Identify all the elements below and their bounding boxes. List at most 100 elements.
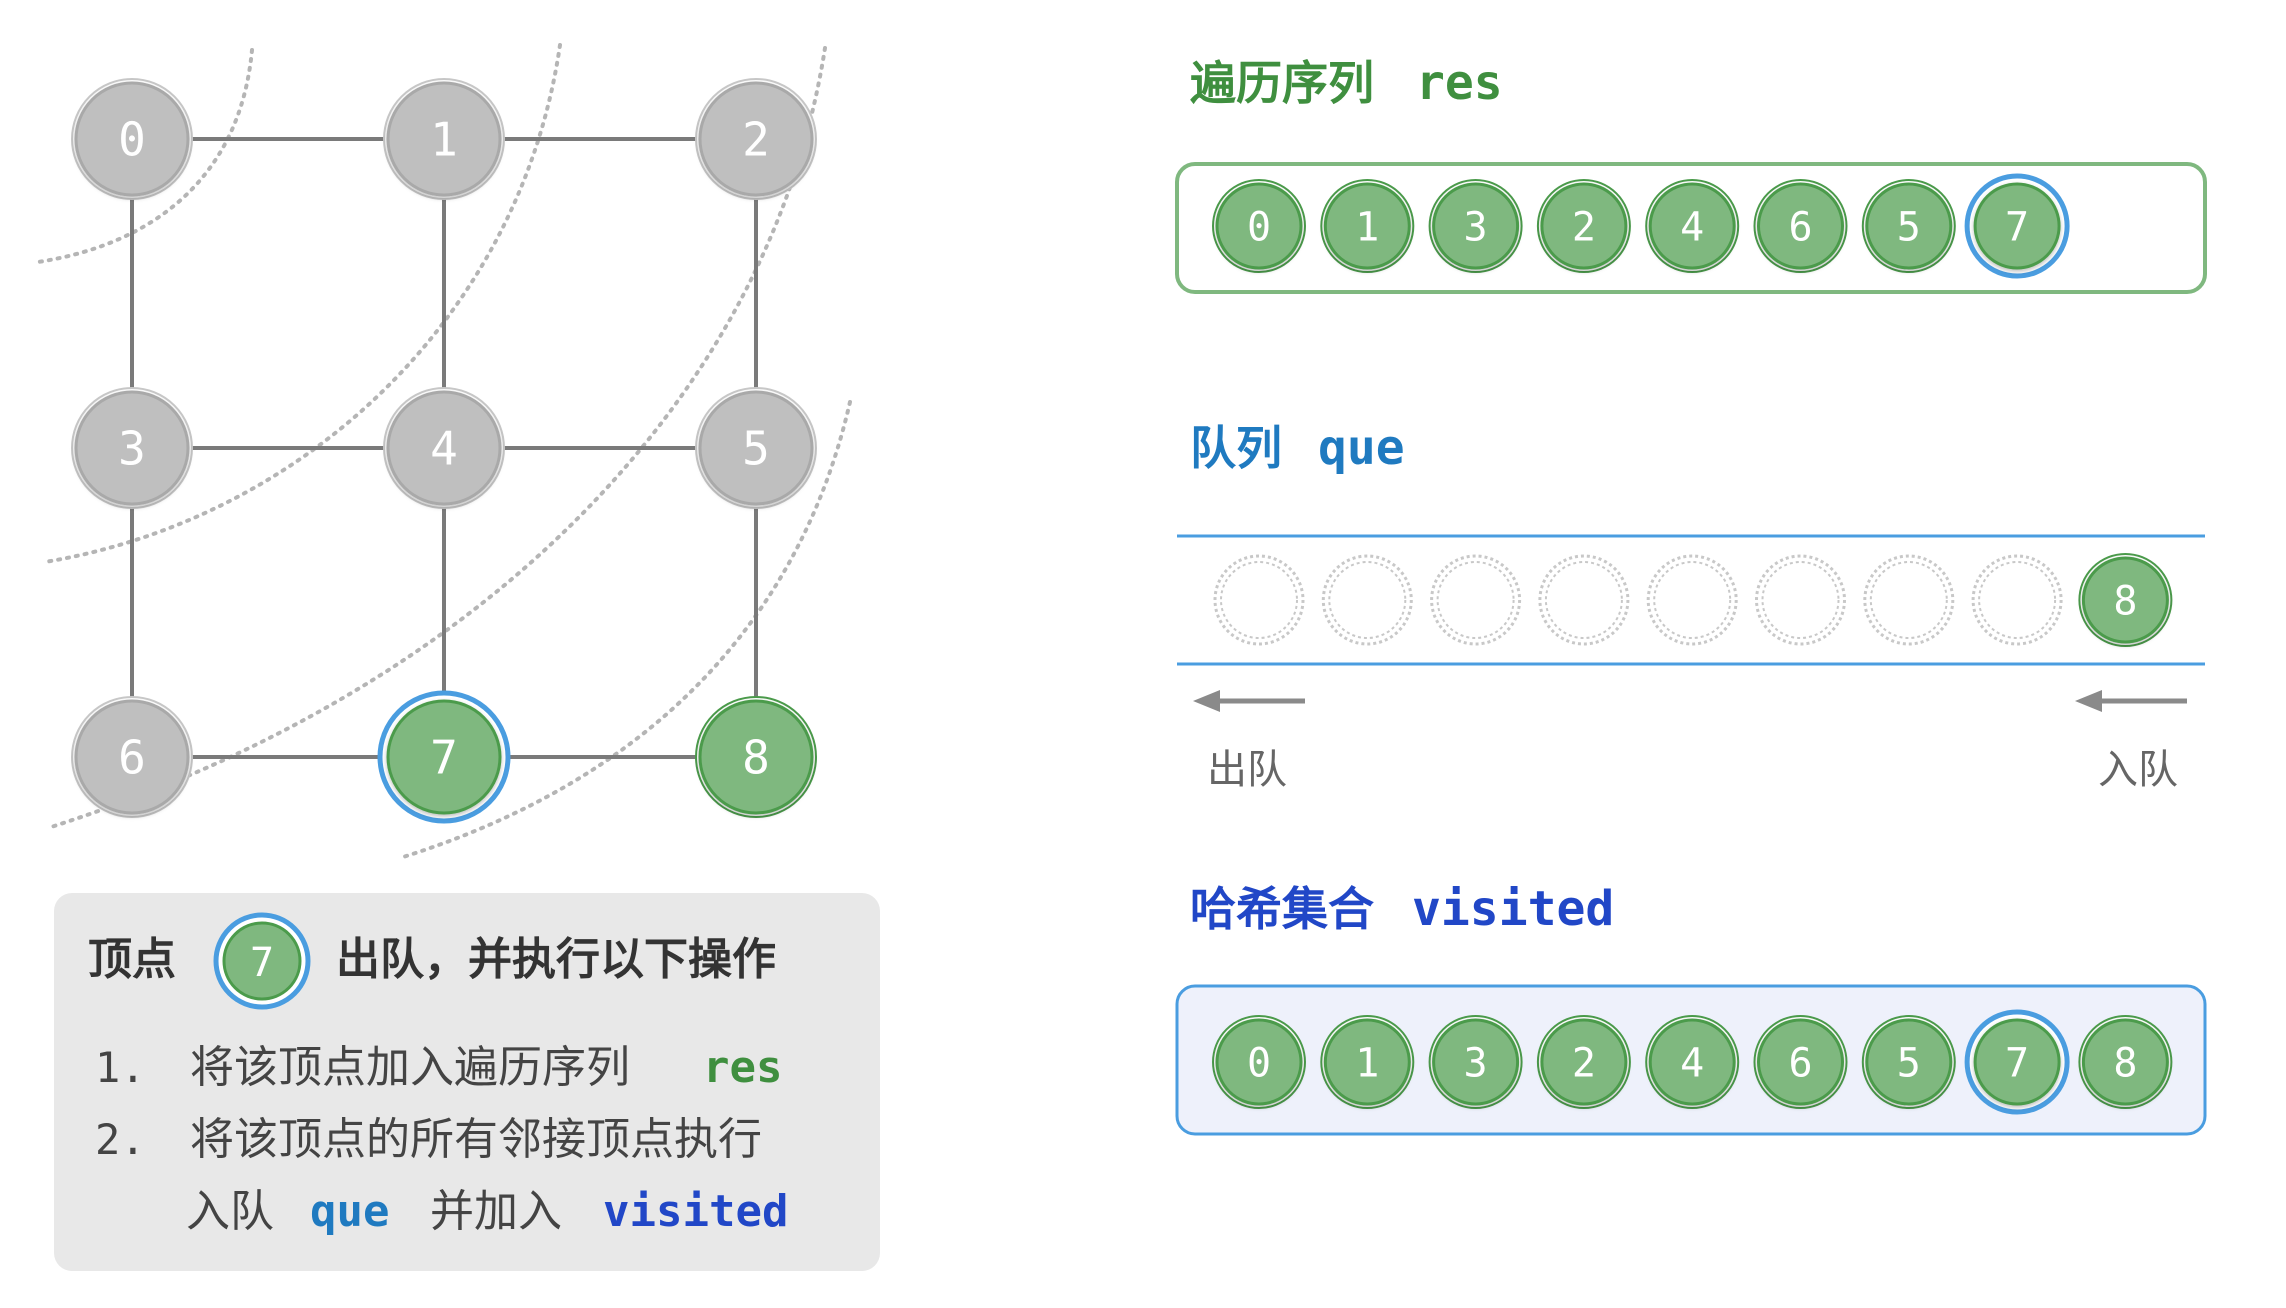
res-item-3-label: 3 xyxy=(1464,204,1488,250)
graph-vertex-8-label: 8 xyxy=(742,731,770,785)
visited-item-7: 7 xyxy=(1964,1009,2070,1115)
graph-vertex-7: 7 xyxy=(377,690,511,824)
queue-item-8-label: 8 xyxy=(2113,578,2137,624)
queue-empty-slot-outer xyxy=(1755,554,1846,646)
res-item-1-circle xyxy=(1323,182,1411,270)
res-item-1-label: 1 xyxy=(1355,204,1379,250)
visited-item-5-circle xyxy=(1865,1018,1953,1106)
visited-item-0: 0 xyxy=(1212,1015,1306,1109)
res-item-6-circle xyxy=(1757,182,1844,270)
queue-empty-slot-outer xyxy=(1213,554,1305,646)
queue-empty-slot-outer xyxy=(1971,554,2063,646)
res-item-5: 5 xyxy=(1861,179,1956,273)
layer-arc-2 xyxy=(43,43,562,564)
res-item-4: 4 xyxy=(1645,179,1740,273)
visited-item-7-circle xyxy=(1973,1018,2061,1106)
graph-vertex-0: 0 xyxy=(71,78,193,200)
layer-arc-1 xyxy=(36,48,254,264)
visited-item-2-label: 2 xyxy=(1572,1040,1596,1086)
panel-title-suffix: 出队，并执行以下操作 xyxy=(336,934,776,985)
graph-nodes: 0 1 2 3 4 5 6 7 8 xyxy=(71,78,817,824)
dequeue-label: 出队 xyxy=(1207,747,1287,793)
res-item-7: 7 xyxy=(1964,173,2070,279)
res-item-5-label: 5 xyxy=(1897,204,1921,250)
graph-vertex-3-circle xyxy=(74,390,190,506)
queue-empty-slot-inner xyxy=(1544,561,1623,639)
step2-text: 将该顶点的所有邻接顶点执行 xyxy=(190,1114,762,1165)
step1-code: res xyxy=(703,1042,782,1093)
graph-vertex-6-label: 6 xyxy=(118,731,146,785)
visited-item-6-circle xyxy=(1757,1018,1844,1106)
graph-vertex-5: 5 xyxy=(695,387,817,509)
step1-number: 1. xyxy=(95,1043,146,1092)
queue-items: 8 xyxy=(1213,553,2173,647)
res-item-0-circle xyxy=(1215,182,1303,270)
graph-vertex-4-label: 4 xyxy=(430,422,458,476)
visited-item-4-label: 4 xyxy=(1680,1040,1704,1086)
queue-empty-slot-inner xyxy=(1869,561,1948,639)
queue-empty-slot xyxy=(1538,554,1630,646)
step2b-code-a: que xyxy=(310,1186,389,1237)
graph-vertex-3: 3 xyxy=(71,387,193,509)
graph-vertex-8: 8 xyxy=(695,696,817,818)
step2b-text-b: 并加入 xyxy=(430,1186,562,1237)
step2b-code-b: visited xyxy=(603,1186,788,1237)
queue-empty-slot xyxy=(1430,554,1522,646)
graph-vertex-0-label: 0 xyxy=(118,113,146,167)
graph-vertex-4-circle xyxy=(386,390,502,506)
graph-vertex-2-circle xyxy=(698,81,814,197)
visited-item-3: 3 xyxy=(1428,1015,1523,1109)
res-item-3-circle xyxy=(1432,182,1520,270)
visited-item-2: 2 xyxy=(1536,1015,1631,1109)
queue-section: 队列 que 8 出队 入队 xyxy=(1177,420,2205,793)
queue-empty-slot xyxy=(1755,554,1846,646)
graph-vertex-7-circle xyxy=(386,699,502,815)
res-item-0: 0 xyxy=(1212,179,1306,273)
visited-item-7-label: 7 xyxy=(2005,1040,2029,1086)
dequeue-arrow xyxy=(1193,690,1305,712)
res-item-7-label: 7 xyxy=(2005,204,2029,250)
res-item-1: 1 xyxy=(1320,179,1415,273)
queue-empty-slot-inner xyxy=(1220,561,1298,639)
visited-item-6-label: 6 xyxy=(1788,1040,1812,1086)
res-item-3: 3 xyxy=(1428,179,1523,273)
instruction-panel: 顶点 7 出队，并执行以下操作 1. 将该顶点加入遍历序列 res 2. 将该顶… xyxy=(54,893,880,1271)
graph-vertex-2-label: 2 xyxy=(742,113,770,167)
queue-empty-slot-outer xyxy=(1646,554,1738,646)
queue-empty-slot xyxy=(1213,554,1305,646)
graph-vertex-6: 6 xyxy=(71,696,193,818)
que-title-code: que xyxy=(1318,420,1405,476)
res-item-7-circle xyxy=(1973,182,2061,270)
res-item-4-label: 4 xyxy=(1680,204,1704,250)
visited-item-0-label: 0 xyxy=(1247,1040,1271,1086)
enqueue-label: 入队 xyxy=(2098,747,2178,793)
visited-item-3-label: 3 xyxy=(1464,1040,1488,1086)
step2-number: 2. xyxy=(95,1115,146,1164)
que-title-zh: 队列 xyxy=(1190,421,1282,475)
res-item-5-circle xyxy=(1865,182,1953,270)
graph-vertex-7-label: 7 xyxy=(430,731,458,785)
graph-vertex-1-label: 1 xyxy=(430,113,458,167)
visited-item-1-circle xyxy=(1323,1018,1411,1106)
visited-title-code: visited xyxy=(1412,881,1614,937)
panel-vertex-label: 7 xyxy=(250,940,274,986)
visited-item-8-circle xyxy=(2081,1018,2169,1106)
res-item-6: 6 xyxy=(1753,179,1848,273)
queue-empty-slot-inner xyxy=(1436,561,1515,639)
visited-item-0-circle xyxy=(1215,1018,1303,1106)
queue-empty-slot-outer xyxy=(1863,554,1955,646)
res-item-4-circle xyxy=(1648,182,1736,270)
queue-empty-slot-inner xyxy=(1978,561,2057,639)
queue-empty-slot xyxy=(1321,554,1413,646)
visited-item-1: 1 xyxy=(1320,1015,1415,1109)
queue-empty-slot-inner xyxy=(1328,561,1407,639)
graph-vertex-5-label: 5 xyxy=(742,422,770,476)
res-title-code: res xyxy=(1416,55,1503,111)
queue-empty-slot xyxy=(1646,554,1738,646)
visited-item-4: 4 xyxy=(1645,1015,1740,1109)
